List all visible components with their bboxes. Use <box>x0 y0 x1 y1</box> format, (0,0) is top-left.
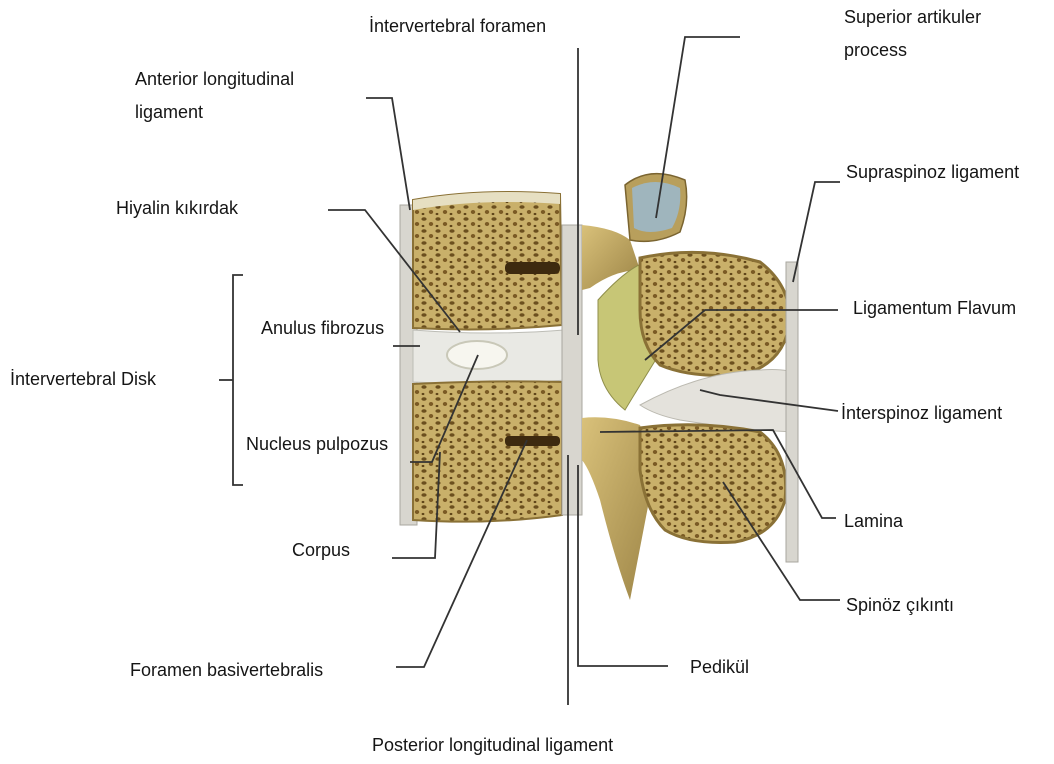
lower-spinous-process <box>640 425 786 543</box>
interspinous-ligament-shape <box>640 370 795 432</box>
label-superior-artikuler: Superior artikuler <box>844 5 981 29</box>
lower-vertebral-body <box>413 381 562 521</box>
nucleus-pulposus-shape <box>447 341 507 369</box>
label-ligamentum-flavum: Ligamentum Flavum <box>853 296 1016 320</box>
label-foramen-basivertebralis: Foramen basivertebralis <box>130 658 323 682</box>
label-supraspinoz-ligament: Supraspinoz ligament <box>846 160 1019 184</box>
superior-articular-facet <box>632 182 680 232</box>
leader-anterior-longitudinal <box>366 98 410 210</box>
supraspinous-ligament-shape <box>786 262 798 562</box>
leader-supraspinoz <box>793 182 840 282</box>
label-interspinoz-ligament: İnterspinoz ligament <box>841 401 1002 425</box>
label-nucleus-pulpozus: Nucleus pulpozus <box>246 432 388 456</box>
label-spinoz-cikinti: Spinöz çıkıntı <box>846 593 954 617</box>
label-pedikul: Pedikül <box>690 655 749 679</box>
label-intervertebral-disk: İntervertebral Disk <box>10 367 156 391</box>
label-superior-artikuler-line2: process <box>844 38 907 62</box>
label-lamina: Lamina <box>844 509 903 533</box>
upper-spinous-process <box>640 252 790 375</box>
label-posterior-longitudinal-ligament: Posterior longitudinal ligament <box>372 733 613 757</box>
basivertebral-foramen-upper <box>505 262 560 274</box>
label-corpus: Corpus <box>292 538 350 562</box>
leader-intervertebral-disk-bracket <box>233 275 243 485</box>
basivertebral-foramen-lower <box>505 436 560 446</box>
label-anterior-longitudinal: Anterior longitudinal <box>135 67 294 91</box>
posterior-longitudinal-ligament-shape <box>562 225 582 515</box>
upper-vertebral-body <box>413 192 562 329</box>
label-anterior-longitudinal-line2: ligament <box>135 100 203 124</box>
label-hiyalin-kikirdak: Hiyalin kıkırdak <box>116 196 238 220</box>
label-intervertebral-foramen: İntervertebral foramen <box>369 14 546 38</box>
label-anulus-fibrozus: Anulus fibrozus <box>261 316 384 340</box>
